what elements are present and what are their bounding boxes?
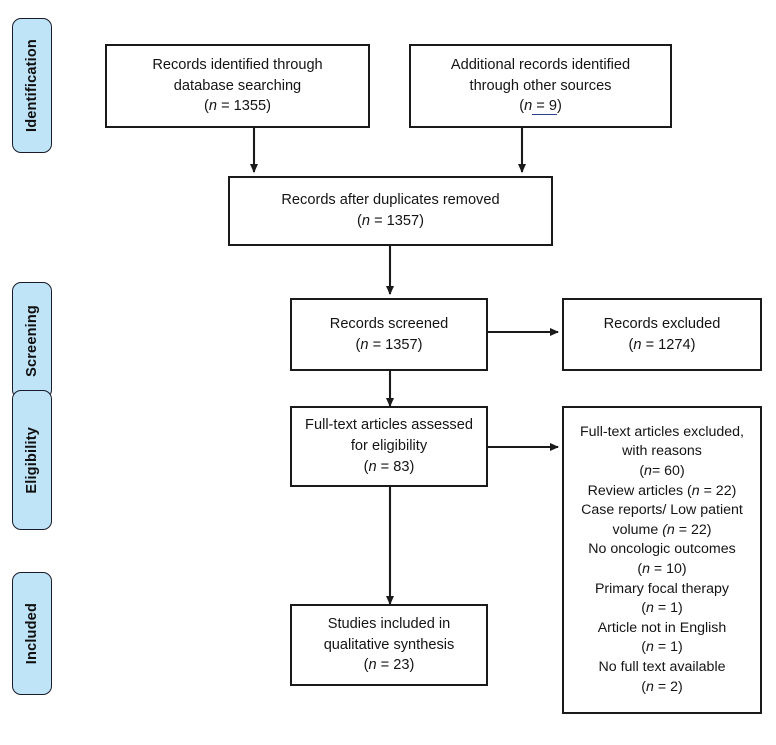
box-duplicates-removed-count: (n = 1357) [357,211,424,232]
count-open-paren: ( [363,657,369,674]
box-studies-included-line-1: Studies included in [327,615,451,632]
count-n-symbol: n [646,678,654,695]
box-duplicates-removed: Records after duplicates removed (n = 13… [228,176,553,246]
reason-case-reports-line-1: Case reports/ Low patient [581,502,743,519]
count-n-symbol: n [208,98,218,115]
reason-no-full-text-available-count: (n = 2) [641,678,682,698]
reason-label: volume [612,521,663,538]
box-duplicates-removed-line-1: Records after duplicates removed [281,192,500,209]
box-records-identified-count: (n = 1355) [204,96,271,117]
box-fulltext-excluded-heading-1: Full-text articles excluded, [579,423,744,440]
count-open-paren: ( [641,678,647,695]
count-n-symbol: n [360,336,369,353]
box-fulltext-excluded-reasons: Full-text articles excluded, with reason… [562,406,762,714]
stage-label-eligibility: Eligibility [12,390,52,530]
count-open-paren: ( [639,463,645,480]
box-records-identified-line-1: Records identified through [152,56,323,73]
box-records-screened-count: (n = 1357) [356,335,423,356]
box-studies-included-count: (n = 23) [364,655,415,676]
box-additional-records-line-2: through other sources [469,77,612,94]
count-open-paren: ( [355,336,361,353]
count-value: = 1355) [217,98,271,115]
box-fulltext-excluded-heading-2: with reasons [622,443,702,460]
box-fulltext-assessed-line-1: Full-text articles assessed [305,417,473,434]
stage-label-included-text: Included [24,602,40,665]
count-value: = 10) [649,561,687,577]
count-open-paren: ( [687,482,692,499]
box-additional-records-line-1: Additional records identified [450,56,631,73]
reason-no-oncologic-outcomes: No oncologic outcomes [588,541,736,558]
box-records-excluded: Records excluded (n = 1274) [562,298,762,371]
count-open-paren: ( [641,639,647,656]
count-open-paren: ( [357,213,362,229]
count-value: = 22) [674,521,712,538]
count-open-paren: ( [637,561,643,577]
count-n-symbol: n [644,463,652,480]
reason-article-not-in-english: Article not in English [597,619,727,636]
count-open-paren: ( [641,600,647,617]
count-value: = 1274) [641,336,696,353]
box-fulltext-excluded-total-count: (n= 60) [639,462,684,482]
count-value: = 1357) [370,213,424,229]
box-additional-records-count: (n = 9) [519,96,562,117]
reason-label: Review articles [587,482,688,499]
box-fulltext-assessed: Full-text articles assessed for eligibil… [290,406,488,487]
count-open-paren: ( [662,521,667,538]
stage-label-screening-text: Screening [24,304,40,377]
reason-review-articles: Review articles (n = 22) [588,482,737,502]
count-open-paren: ( [519,98,525,115]
box-records-identified: Records identified through database sear… [105,44,370,128]
reason-no-oncologic-outcomes-count: (n = 10) [637,560,686,580]
box-records-screened-line-1: Records screened [329,315,449,332]
stage-label-eligibility-text: Eligibility [24,426,40,494]
count-n-symbol: n [633,336,642,353]
box-studies-included-line-2: qualitative synthesis [323,636,455,653]
box-records-excluded-line-1: Records excluded [603,315,721,332]
count-value: = 2) [653,678,683,695]
box-additional-records: Additional records identified through ot… [409,44,672,128]
box-fulltext-assessed-line-2: for eligibility [350,438,428,455]
count-value-underlined: = 9 [532,98,557,116]
box-records-identified-line-2: database searching [173,77,302,94]
box-records-screened: Records screened (n = 1357) [290,298,488,371]
count-value: = 23) [376,657,415,674]
stage-label-screening: Screening [12,282,52,399]
reason-no-full-text-available: No full text available [598,658,726,675]
count-open-paren: ( [204,98,209,115]
box-fulltext-assessed-count: (n = 83) [364,457,415,478]
count-value: = 22) [699,482,737,499]
stage-label-included: Included [12,572,52,695]
count-close-paren: ) [556,98,562,115]
count-value: = 1) [653,639,683,656]
count-n-symbol: n [361,213,371,229]
count-open-paren: ( [628,336,634,353]
box-studies-included: Studies included in qualitative synthesi… [290,604,488,686]
count-n-symbol: n [524,98,533,115]
count-n-symbol: n [646,639,654,656]
count-n-symbol: n [666,521,675,538]
count-n-symbol: n [368,657,377,674]
count-value: = 1) [653,600,683,617]
reason-primary-focal-therapy-count: (n = 1) [641,599,682,619]
reason-primary-focal-therapy: Primary focal therapy [594,580,730,597]
count-n-symbol: n [646,600,654,617]
stage-label-identification-text: Identification [24,38,40,133]
stage-label-identification: Identification [12,18,52,153]
reason-case-reports-line-2: volume (n = 22) [613,521,712,541]
count-n-symbol: n [642,561,650,577]
count-value: = 83) [376,458,415,475]
count-n-symbol: n [368,458,377,475]
count-value: = 60) [651,463,685,480]
count-value: = 1357) [368,336,423,353]
count-open-paren: ( [363,458,369,475]
reason-article-not-in-english-count: (n = 1) [641,638,682,658]
count-n-symbol: n [691,482,700,499]
box-records-excluded-count: (n = 1274) [629,335,696,356]
